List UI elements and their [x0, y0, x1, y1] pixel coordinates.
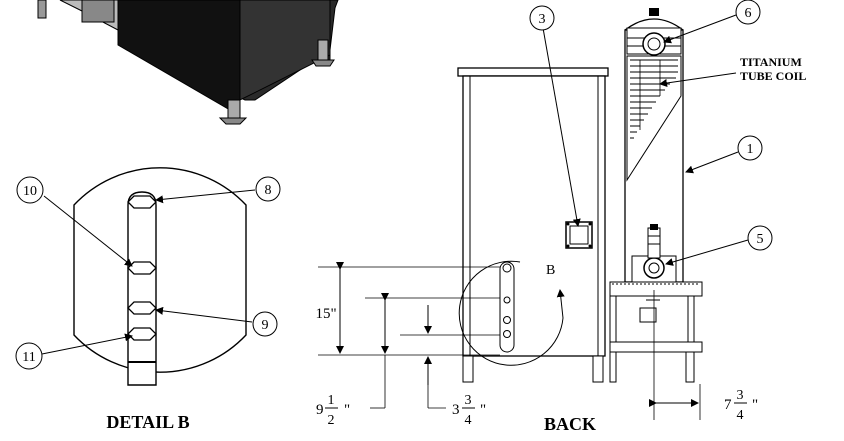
svg-text:7: 7	[724, 397, 732, 413]
svg-text:": "	[752, 397, 758, 413]
svg-text:TUBE COIL: TUBE COIL	[740, 69, 806, 83]
callout-10: 10	[16, 176, 44, 204]
svg-text:6: 6	[745, 6, 752, 21]
svg-text:11: 11	[22, 350, 35, 365]
isometric-cabinet-view	[37, 0, 339, 125]
svg-text:4: 4	[465, 413, 472, 428]
svg-text:3: 3	[465, 393, 472, 408]
svg-text:": "	[480, 402, 486, 418]
detail-b-view: 8 10 9 11 DETAIL B	[15, 167, 281, 432]
svg-text:4: 4	[737, 408, 744, 423]
hex-fitting-9	[127, 301, 157, 315]
svg-text:9: 9	[316, 402, 324, 418]
hex-fitting-8	[127, 195, 157, 209]
hex-fitting-10	[127, 261, 157, 275]
svg-text:3: 3	[737, 388, 744, 403]
callout-9: 9	[252, 311, 278, 337]
callout-8: 8	[255, 176, 281, 202]
svg-text:1: 1	[328, 393, 335, 408]
dimension-7-3-4in: 7 3 4 "	[649, 290, 758, 423]
svg-text:3: 3	[539, 12, 546, 27]
svg-text:9: 9	[262, 318, 269, 333]
hex-fitting-11	[127, 327, 157, 341]
svg-text:8: 8	[265, 183, 272, 198]
dimension-3-3-4in: 3 3 4 "	[400, 305, 500, 428]
callout-6: 6	[735, 0, 761, 25]
callout-5: 5	[747, 225, 773, 251]
callout-1: 1	[737, 135, 763, 161]
svg-text:5: 5	[757, 232, 764, 247]
svg-text:1: 1	[747, 142, 754, 157]
callout-3: 3	[529, 5, 555, 31]
detail-marker-b: B	[546, 263, 555, 278]
svg-text:15": 15"	[315, 306, 336, 322]
svg-text:TITANIUM: TITANIUM	[740, 55, 802, 69]
titanium-coil	[630, 59, 678, 139]
svg-text:": "	[344, 402, 350, 418]
svg-text:2: 2	[328, 413, 335, 428]
back-view: B	[315, 0, 806, 434]
svg-text:3: 3	[452, 402, 460, 418]
detail-b-title: DETAIL B	[106, 412, 189, 432]
dimension-15in: 15"	[315, 262, 500, 356]
back-title: BACK	[544, 414, 596, 434]
svg-text:10: 10	[23, 184, 37, 199]
callout-11: 11	[15, 342, 43, 370]
dimension-9-1-2in: 9 1 2 "	[316, 293, 500, 428]
titanium-coil-note: TITANIUM TUBE COIL	[740, 55, 806, 83]
